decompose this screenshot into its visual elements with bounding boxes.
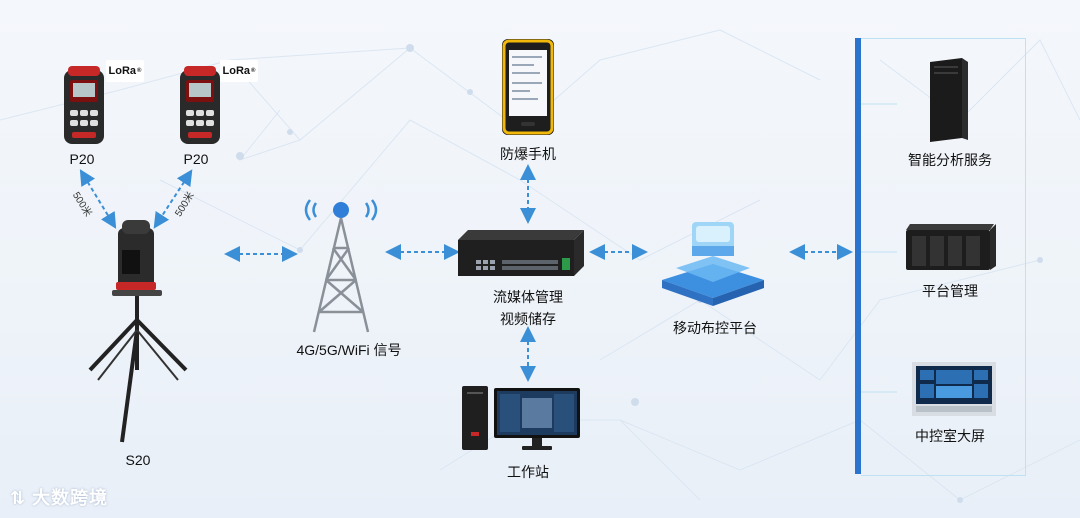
server-rack-icon [930,58,968,142]
phone-label: 防爆手机 [500,146,556,162]
right-panel-bar [855,38,861,474]
lora-badge-right: LoRa® [220,60,258,82]
switch-label-line2: 视频储存 [500,311,556,327]
signal-tower-icon [304,199,378,333]
s20-tripod-icon [88,220,188,443]
p20-right-label: P20 [183,151,209,167]
workstation-label: 工作站 [507,464,549,480]
switch-label-line1: 流媒体管理 [493,289,563,305]
watermark-logo: ⇅ 大数跨境 [10,484,108,510]
p20-left-label: P20 [69,151,95,167]
rugged-phone-icon [502,39,554,135]
p20-device-right-icon [180,66,220,144]
panel-connectors [861,103,897,393]
p20-device-left-icon [64,66,104,144]
watermark-text: 大数跨境 [32,488,109,508]
storage-nas-icon [906,224,996,270]
s20-label: S20 [125,452,151,468]
network-switch-icon [458,230,584,276]
control-platform-icon [662,222,764,306]
platform-label: 移动布控平台 [673,320,757,336]
workstation-icon [462,386,580,450]
control-room-screen-icon [912,362,996,416]
screen-label: 中控室大屏 [915,428,985,444]
lora-badge-left: LoRa® [106,60,144,82]
watermark-icon: ⇅ [10,488,27,508]
right-panel-frame [861,38,1026,476]
nas-label: 平台管理 [922,283,978,299]
tower-label: 4G/5G/WiFi 信号 [296,342,402,358]
server-label: 智能分析服务 [908,152,992,168]
